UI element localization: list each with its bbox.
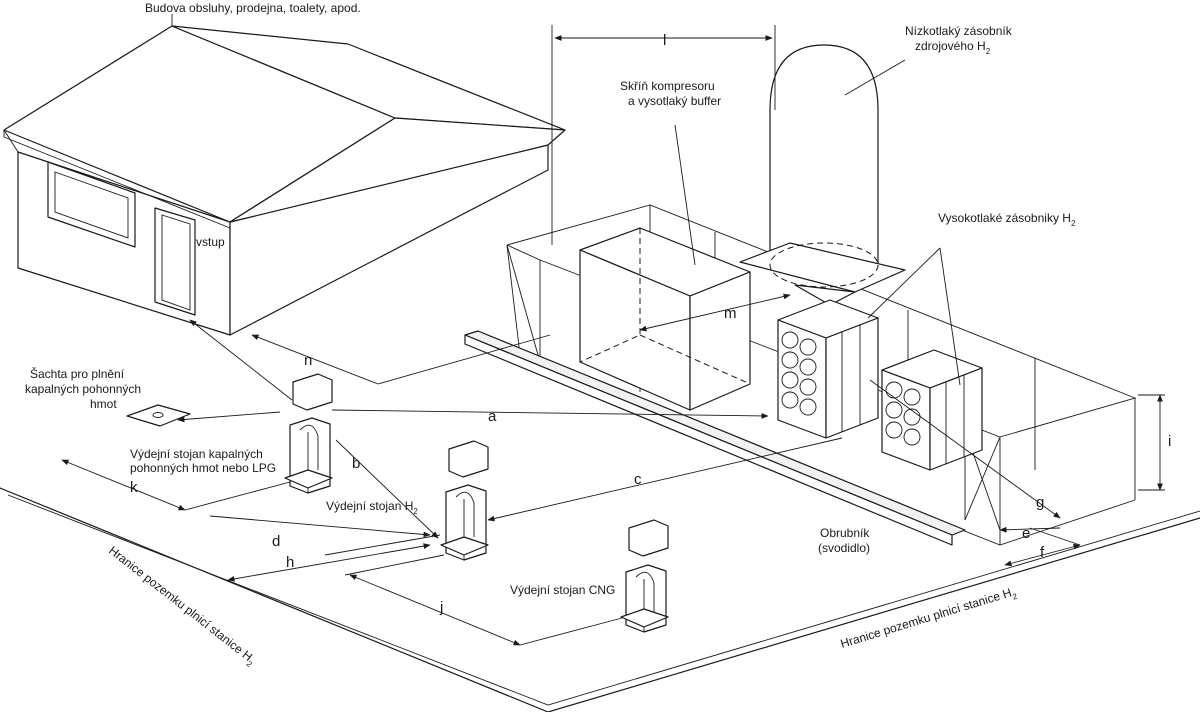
label-hp-storage: Vysokotlaké zásobniky H2 bbox=[938, 211, 1076, 228]
label-cng-disp: Výdejní stojan CNG bbox=[510, 583, 615, 597]
label-h2-disp: Výdejní stojan H2 bbox=[326, 499, 418, 516]
label-fuel-disp-1: Výdejní stojan kapalných bbox=[130, 447, 263, 461]
hp-cylinder-rack-2 bbox=[881, 349, 983, 471]
label-compressor-2: a vysotlaký buffer bbox=[628, 94, 721, 108]
label-curb-2: (svodidlo) bbox=[818, 541, 870, 555]
dim-d: d bbox=[272, 533, 280, 550]
dim-j: j bbox=[439, 599, 443, 616]
dim-k: k bbox=[130, 479, 138, 496]
curb bbox=[464, 330, 966, 546]
fuel-filling-shaft bbox=[126, 404, 191, 427]
h2-dispenser bbox=[440, 440, 489, 561]
label-shaft-2: kapalných pohonných bbox=[25, 382, 141, 396]
label-entrance: vstup bbox=[196, 235, 225, 249]
label-lp-storage-1: Nízkotlaký zásobník bbox=[905, 24, 1013, 38]
label-curb-1: Obrubník bbox=[820, 526, 870, 540]
dim-m: m bbox=[724, 305, 737, 322]
building-window bbox=[47, 161, 136, 248]
site-boundary bbox=[0, 487, 1200, 712]
hp-cylinder-rack-1 bbox=[777, 299, 879, 439]
leader-lines bbox=[171, 14, 961, 386]
dim-f: f bbox=[1040, 544, 1045, 561]
dim-e: e bbox=[1022, 525, 1030, 542]
label-boundary-right: Hranice pozemku plnicí stanice H2 bbox=[839, 584, 1019, 654]
label-shaft-3: hmot bbox=[90, 397, 117, 411]
fuel-lpg-dispenser bbox=[284, 373, 333, 494]
dim-h: h bbox=[286, 554, 294, 571]
label-lp-storage-2: zdrojového H2 bbox=[915, 39, 991, 56]
dim-g: g bbox=[1036, 494, 1044, 511]
dim-n: n bbox=[304, 352, 312, 369]
service-building bbox=[3, 25, 566, 336]
label-shaft-1: Šachta pro plnění bbox=[30, 366, 125, 381]
dim-a: a bbox=[488, 408, 497, 425]
building-entrance-door bbox=[154, 207, 196, 316]
dim-i: i bbox=[1168, 433, 1171, 450]
dimension-lines bbox=[61, 25, 1165, 646]
dim-l: l bbox=[663, 32, 666, 49]
dim-c: c bbox=[634, 471, 642, 488]
label-fuel-disp-2: pohonných hmot nebo LPG bbox=[130, 461, 276, 475]
cng-dispenser bbox=[620, 519, 669, 633]
dim-b: b bbox=[352, 455, 360, 472]
label-building: Budova obsluhy, prodejna, toalety, apod. bbox=[145, 1, 361, 15]
dimension-letters: a b c d e f g h i j k l m n bbox=[130, 32, 1171, 616]
low-pressure-storage-tank bbox=[739, 44, 906, 306]
label-compressor-1: Skříň kompresoru bbox=[620, 79, 715, 93]
